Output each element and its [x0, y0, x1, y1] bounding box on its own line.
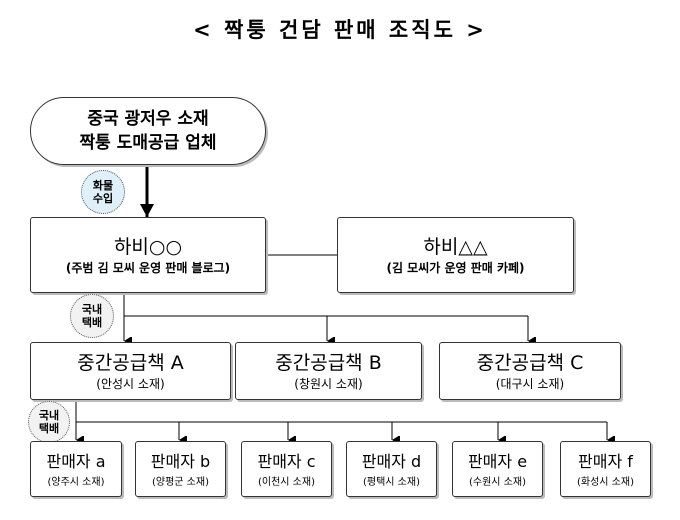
seller-node: 판매자 d (평택시 소재): [346, 441, 437, 497]
seller-name: 판매자 a: [46, 451, 106, 471]
supplier-location: (창원시 소재): [294, 376, 363, 391]
seller-location: (평택시 소재): [363, 476, 420, 488]
seller-node: 판매자 e (수원시 소재): [452, 441, 543, 497]
import-label-line2: 수입: [92, 192, 114, 205]
seller-name: 판매자 e: [467, 451, 528, 471]
cafe-desc: (김 모씨가 운영 판매 카페): [386, 260, 525, 275]
blog-desc: (주범 김 모씨 운영 판매 블로그): [65, 260, 231, 275]
blog-name: 하비○○: [113, 235, 183, 258]
seller-name: 판매자 c: [257, 451, 316, 471]
seller-location: (수원시 소재): [469, 476, 526, 488]
seller-location: (이천시 소재): [258, 476, 315, 488]
domestic-label-line1: 국내: [81, 303, 103, 316]
seller-node: 판매자 c (이천시 소재): [241, 441, 332, 497]
domestic-label-line2: 택배: [38, 422, 60, 435]
blog-node: 하비○○ (주범 김 모씨 운영 판매 블로그): [30, 217, 266, 293]
domestic-label-line2: 택배: [81, 316, 103, 329]
supplier-node: 중간공급책 A (안성시 소재): [30, 342, 231, 400]
supplier-name: 중간공급책 C: [476, 351, 584, 374]
chart-title: < 짝퉁 건담 판매 조직도 >: [193, 18, 487, 42]
seller-location: (양평군 소재): [152, 476, 209, 488]
domestic-label-line1: 국내: [38, 409, 60, 422]
seller-name: 판매자 f: [578, 451, 633, 471]
supplier-name: 중간공급책 A: [77, 351, 184, 374]
cafe-node: 하비△△ (김 모씨가 운영 판매 카페): [337, 217, 574, 293]
source-supplier-node: 중국 광저우 소재 짝퉁 도매공급 업체: [30, 97, 266, 165]
cafe-name: 하비△△: [423, 235, 488, 258]
seller-node: 판매자 b (양평군 소재): [135, 441, 226, 497]
supplier-location: (안성시 소재): [96, 376, 165, 391]
seller-node: 판매자 f (화성시 소재): [560, 441, 651, 497]
seller-node: 판매자 a (양주시 소재): [30, 441, 122, 497]
seller-location: (화성시 소재): [577, 476, 634, 488]
supplier-location: (대구시 소재): [495, 376, 565, 391]
source-line2: 짝퉁 도매공급 업체: [79, 133, 217, 153]
supplier-node: 중간공급책 C (대구시 소재): [439, 342, 621, 400]
seller-name: 판매자 b: [150, 451, 211, 471]
supplier-node: 중간공급책 B (창원시 소재): [235, 342, 422, 400]
import-label-line1: 화물: [92, 179, 114, 192]
source-line1: 중국 광저우 소재: [87, 109, 209, 129]
seller-name: 판매자 d: [361, 451, 422, 471]
supplier-name: 중간공급책 B: [275, 351, 382, 374]
seller-location: (양주시 소재): [47, 476, 105, 488]
